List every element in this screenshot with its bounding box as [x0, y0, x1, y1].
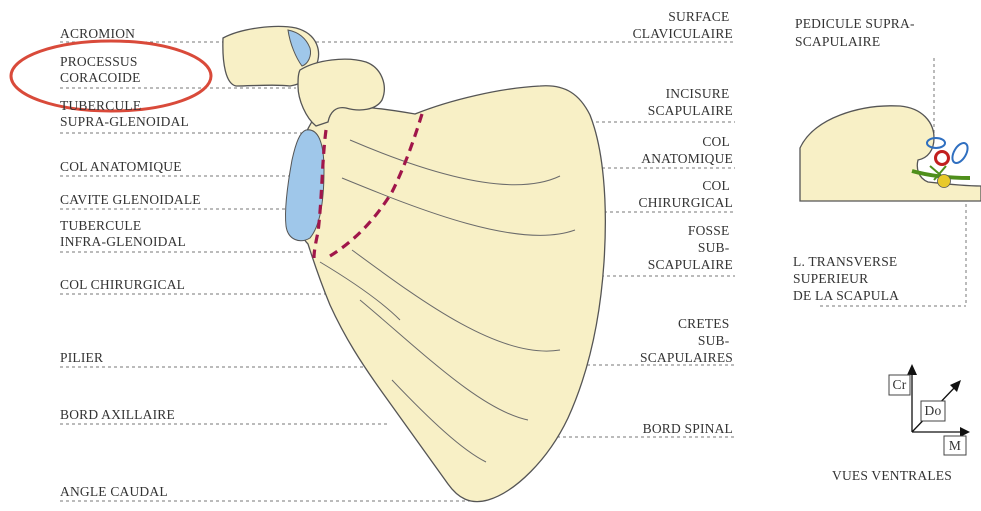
- left-labels: ACROMION PROCESSUS CORACOIDE TUBERCULE S…: [60, 26, 201, 499]
- label-bord-axillaire: BORD AXILLAIRE: [60, 407, 175, 422]
- label-cretes-sub-scapulaires: CRETES SUB- SCAPULAIRES: [640, 316, 733, 365]
- scapula-bone: [223, 26, 605, 501]
- supra-scapular-nerve: [938, 175, 951, 188]
- label-col-chirurgical-right: COL CHIRURGICAL: [639, 178, 733, 210]
- right-labels: SURFACE CLAVICULAIRE INCISURE SCAPULAIRE…: [633, 9, 733, 436]
- label-processus-coracoide: PROCESSUS CORACOIDE: [60, 54, 141, 85]
- label-incisure-scapulaire: INCISURE SCAPULAIRE: [648, 86, 733, 118]
- caption-vues-ventrales: VUES VENTRALES: [832, 468, 952, 483]
- label-cavite-glenoidale: CAVITE GLENOIDALE: [60, 192, 201, 207]
- axis-medial-label: M: [949, 438, 961, 453]
- supra-scapular-vein: [949, 140, 970, 165]
- label-pedicule-supra-scapulaire: PEDICULE SUPRA- SCAPULAIRE: [795, 16, 918, 49]
- orientation-axes: Cr Do M VUES VENTRALES: [832, 364, 970, 483]
- label-fosse-sub-scapulaire: FOSSE SUB- SCAPULAIRE: [648, 223, 733, 272]
- label-ligament-transverse: L. TRANSVERSE SUPERIEUR DE LA SCAPULA: [793, 254, 901, 303]
- label-angle-caudal: ANGLE CAUDAL: [60, 484, 168, 499]
- label-surface-claviculaire: SURFACE CLAVICULAIRE: [633, 9, 733, 41]
- label-tubercule-supra-glenoidal: TUBERCULE SUPRA-GLENOIDAL: [60, 98, 189, 129]
- supra-scapular-artery: [936, 152, 949, 165]
- axis-dorsal-label: Do: [925, 403, 942, 418]
- axis-cranial-label: Cr: [893, 377, 907, 392]
- inset-scapular-notch: PEDICULE SUPRA- SCAPULAIRE L. TRANSVERSE…: [793, 16, 981, 306]
- label-col-anatomique: COL ANATOMIQUE: [60, 159, 182, 174]
- label-col-chirurgical: COL CHIRURGICAL: [60, 277, 185, 292]
- label-acromion: ACROMION: [60, 26, 135, 41]
- label-pilier: PILIER: [60, 350, 103, 365]
- label-bord-spinal: BORD SPINAL: [643, 421, 733, 436]
- label-col-anatomique-right: COL ANATOMIQUE: [641, 134, 733, 166]
- label-tubercule-infra-glenoidal: TUBERCULE INFRA-GLENOIDAL: [60, 218, 186, 249]
